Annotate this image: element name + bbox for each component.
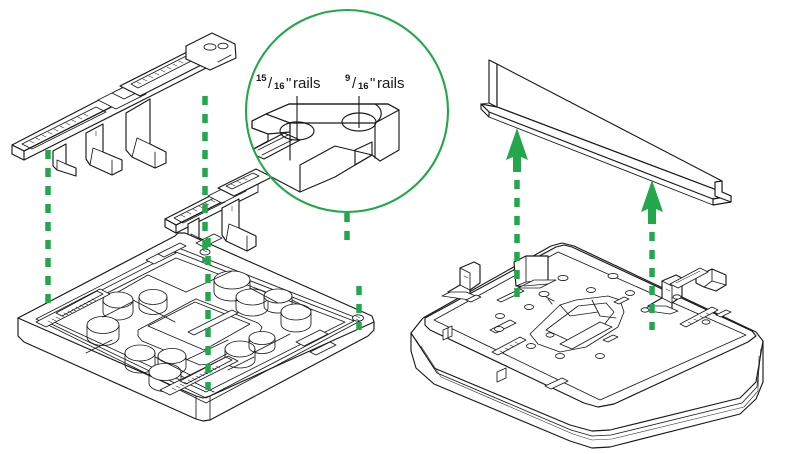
deck-hole-group [494, 272, 711, 359]
label-15-16-denominator: 16 [274, 81, 285, 92]
label-9-16-numerator: 9 [345, 73, 350, 84]
ceiling-t-bar-rail [480, 59, 732, 206]
device-assembled-with-brackets [410, 242, 764, 449]
label-9-16-suffix: rails [377, 75, 405, 92]
chassis-boss-group [86, 270, 312, 392]
bracket-upper [11, 32, 237, 177]
device-chassis-underside [17, 232, 375, 422]
motion-arrow-left [506, 128, 528, 300]
bracket-lower [164, 168, 273, 252]
motion-arrows [506, 128, 663, 330]
label-9-16-unit: " [370, 75, 375, 92]
alignment-guides [45, 96, 362, 390]
label-15-16-rails: 15 / 16 " rails [256, 73, 321, 92]
label-9-16-slash: / [352, 75, 357, 92]
callout-detail: 15 / 16 " rails 9 / 16 " rails [244, 8, 450, 248]
label-9-16-denominator: 16 [358, 81, 369, 92]
arrow-head-right [641, 180, 663, 224]
label-15-16-numerator: 15 [256, 73, 267, 84]
callout-circle [244, 8, 450, 214]
arrow-head-left [506, 128, 528, 172]
label-15-16-unit: " [286, 75, 291, 92]
motion-arrow-right [641, 180, 663, 330]
label-15-16-slash: / [268, 75, 273, 92]
label-9-16-rails: 9 / 16 " rails [345, 73, 405, 92]
label-15-16-suffix: rails [293, 75, 321, 92]
